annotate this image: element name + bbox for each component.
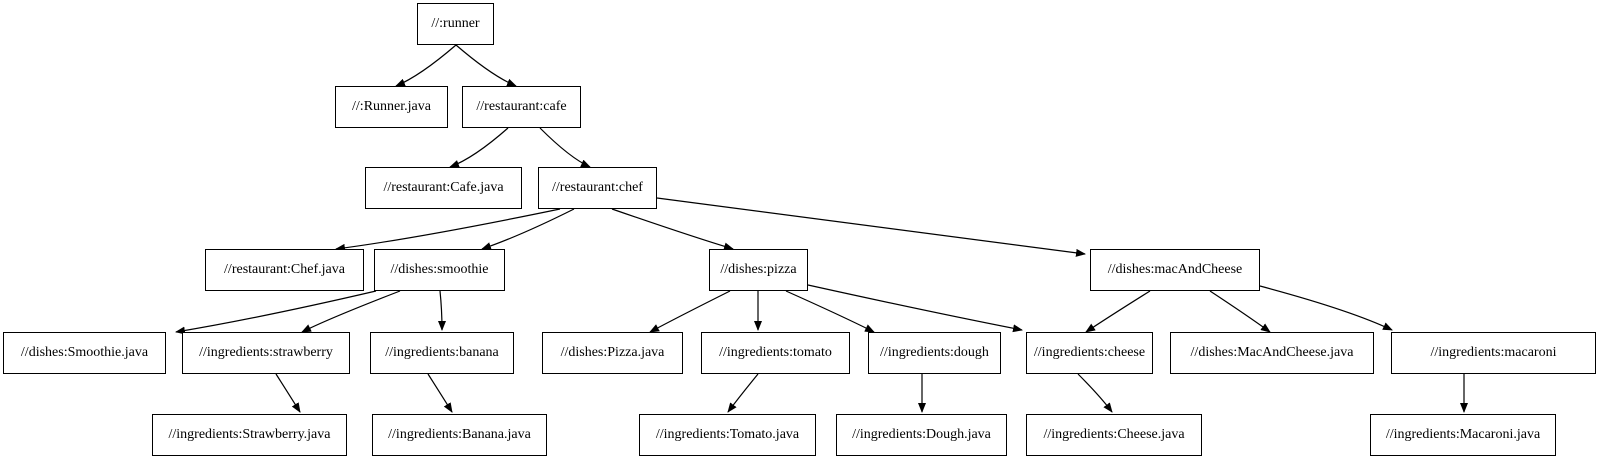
graph-node-strawberry_java[interactable]: //ingredients:Strawberry.java: [152, 414, 347, 456]
graph-node-runner_java[interactable]: //:Runner.java: [335, 86, 448, 128]
graph-node-tomato_java[interactable]: //ingredients:Tomato.java: [639, 414, 816, 456]
graph-node-label: //restaurant:Chef.java: [224, 262, 345, 277]
graph-node-label: //ingredients:Cheese.java: [1043, 427, 1185, 442]
graph-node-macaroni_java[interactable]: //ingredients:Macaroni.java: [1370, 414, 1556, 456]
graph-node-dishes_pizza[interactable]: //dishes:pizza: [709, 249, 808, 291]
graph-node-label: //dishes:pizza: [720, 262, 797, 277]
graph-node-restaurant_cafe[interactable]: //restaurant:cafe: [462, 86, 581, 128]
graph-node-label: //dishes:Smoothie.java: [20, 345, 149, 360]
graph-node-label: //dishes:smoothie: [390, 262, 489, 277]
graph-node-ing_cheese[interactable]: //ingredients:cheese: [1026, 332, 1153, 374]
graph-node-label: //ingredients:cheese: [1033, 345, 1146, 360]
graph-node-ing_tomato[interactable]: //ingredients:tomato: [701, 332, 850, 374]
graph-node-label: //dishes:Pizza.java: [560, 345, 665, 360]
graph-node-label: //ingredients:tomato: [719, 345, 832, 360]
graph-node-label: //restaurant:Cafe.java: [383, 180, 504, 195]
graph-node-ing_macaroni[interactable]: //ingredients:macaroni: [1391, 332, 1596, 374]
graph-node-mac_java[interactable]: //dishes:MacAndCheese.java: [1170, 332, 1374, 374]
graph-node-label: //ingredients:dough: [880, 345, 989, 360]
graph-node-label: //ingredients:Dough.java: [852, 427, 991, 442]
graph-node-label: //ingredients:banana: [385, 345, 499, 360]
graph-node-ing_strawberry[interactable]: //ingredients:strawberry: [182, 332, 350, 374]
graph-node-cafe_java[interactable]: //restaurant:Cafe.java: [365, 167, 522, 209]
graph-node-label: //ingredients:Banana.java: [388, 427, 531, 442]
graph-node-dishes_mac[interactable]: //dishes:macAndCheese: [1090, 249, 1260, 291]
graph-node-label: //ingredients:Strawberry.java: [168, 427, 331, 442]
graph-node-chef_java[interactable]: //restaurant:Chef.java: [205, 249, 364, 291]
graph-node-dishes_smoothie[interactable]: //dishes:smoothie: [374, 249, 505, 291]
graph-node-label: //ingredients:macaroni: [1430, 345, 1557, 360]
graph-node-runner[interactable]: //:runner: [417, 3, 494, 45]
graph-node-banana_java[interactable]: //ingredients:Banana.java: [372, 414, 547, 456]
graph-node-label: //ingredients:strawberry: [199, 345, 333, 360]
graph-node-smoothie_java[interactable]: //dishes:Smoothie.java: [3, 332, 166, 374]
graph-node-label: //restaurant:cafe: [476, 99, 567, 114]
graph-node-label: //ingredients:Macaroni.java: [1385, 427, 1541, 442]
graph-node-label: //:Runner.java: [352, 99, 431, 114]
graph-node-restaurant_chef[interactable]: //restaurant:chef: [538, 167, 657, 209]
graph-node-label: //:runner: [431, 16, 480, 31]
graph-node-label: //ingredients:Tomato.java: [655, 427, 800, 442]
graph-node-dough_java[interactable]: //ingredients:Dough.java: [836, 414, 1007, 456]
graph-node-cheese_java[interactable]: //ingredients:Cheese.java: [1026, 414, 1202, 456]
graph-node-ing_dough[interactable]: //ingredients:dough: [868, 332, 1001, 374]
graph-node-label: //restaurant:chef: [552, 180, 643, 195]
graph-node-pizza_java[interactable]: //dishes:Pizza.java: [542, 332, 683, 374]
graph-node-ing_banana[interactable]: //ingredients:banana: [370, 332, 514, 374]
graph-node-label: //dishes:macAndCheese: [1107, 262, 1243, 277]
graph-node-label: //dishes:MacAndCheese.java: [1190, 345, 1354, 360]
